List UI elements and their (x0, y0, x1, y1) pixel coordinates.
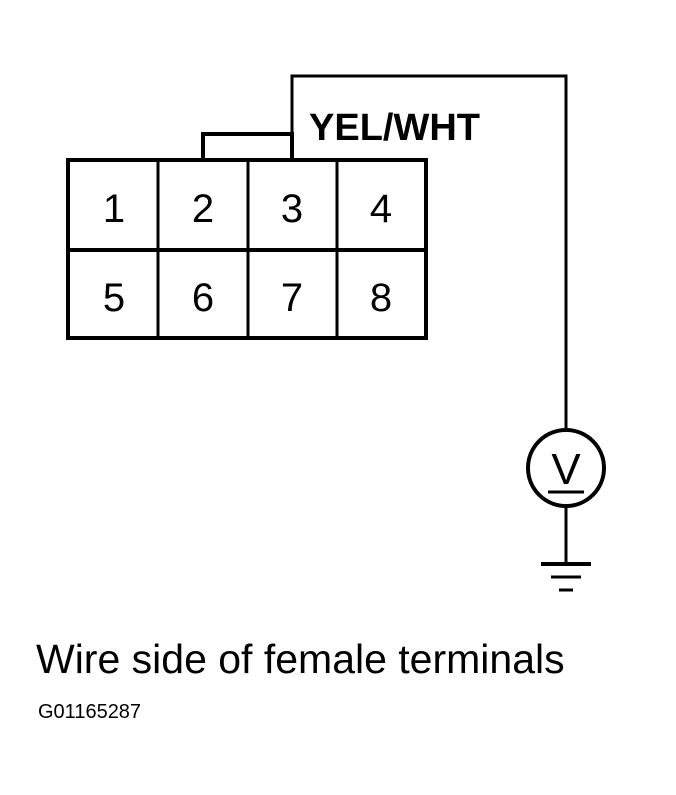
wire-color-label: YEL/WHT (309, 107, 480, 149)
figure-id: G01165287 (38, 701, 141, 723)
pin-5: 5 (103, 276, 125, 320)
pin-1: 1 (103, 187, 125, 231)
diagram-caption: Wire side of female terminals (36, 636, 565, 682)
ground-icon (541, 562, 591, 592)
voltmeter-symbol: V (551, 445, 581, 494)
pin-7: 7 (281, 276, 303, 320)
test-lead-wire (290, 74, 568, 430)
pin-8: 8 (370, 276, 392, 320)
connector-lock-tab (201, 132, 294, 160)
pin-6: 6 (192, 276, 214, 320)
pin-4: 4 (370, 187, 392, 231)
voltmeter-icon: V (526, 428, 606, 508)
pin-3: 3 (281, 187, 303, 231)
pin-2: 2 (192, 187, 214, 231)
connector: 1 2 3 4 5 6 7 8 (66, 132, 428, 340)
